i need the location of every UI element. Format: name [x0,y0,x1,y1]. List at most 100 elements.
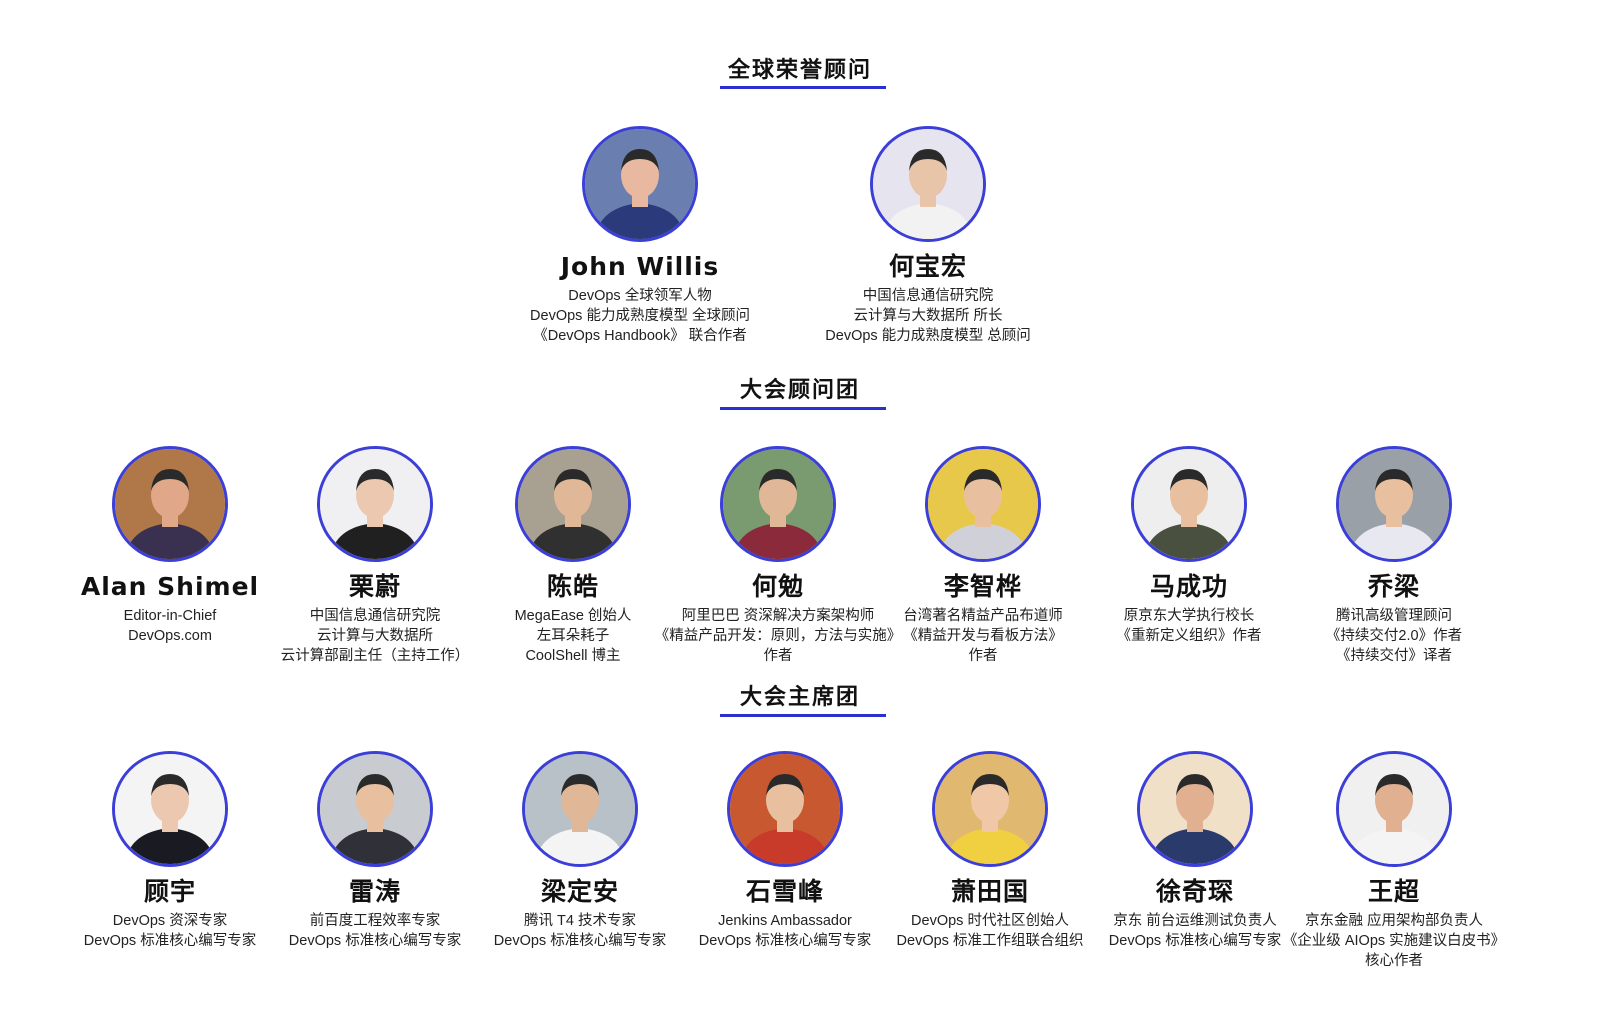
portrait-icon [320,754,430,864]
portrait-icon [115,754,225,864]
description-line: 云计算与大数据所 所长 [853,308,1003,324]
description-line: DevOps.com [128,628,212,644]
avatar [1137,751,1253,867]
person-name: 何勉 [751,572,804,601]
section-title: 大会顾问团 [739,378,860,403]
description-line: MegaEase 创始人 [514,608,632,624]
portrait-icon [1339,754,1449,864]
description-line: DevOps 标准核心编写专家 [493,933,667,949]
description-line: DevOps 能力成熟度模型 全球顾问 [530,308,750,324]
description-line: 云计算部副主任（主持工作） [280,648,470,664]
description-line: 《持续交付》译者 [1336,648,1452,664]
avatar [727,751,843,867]
avatar [870,126,986,242]
person-description: 中国信息通信研究院云计算与大数据所云计算部副主任（主持工作） [245,606,505,666]
person-description: DevOps 全球领军人物 DevOps 能力成熟度模型 全球顾问《DevOps … [510,286,770,346]
person-name: 石雪峰 [745,877,824,906]
section-title: 全球荣誉顾问 [727,58,872,83]
description-line: DevOps 标准核心编写专家 [698,933,872,949]
person-description: DevOps 时代社区创始人 DevOps 标准工作组联合组织 [860,911,1120,951]
portrait-icon [115,449,225,559]
description-line: 《持续交付2.0》作者 [1325,628,1463,644]
title-underline [720,407,886,410]
description-line: Jenkins Ambassador [718,913,852,929]
portrait-icon [730,754,840,864]
portrait-icon [518,449,628,559]
description-line: DevOps 标准核心编写专家 [288,933,462,949]
person-description: 阿里巴巴 资深解决方案架构师《精益产品开发：原则，方法与实施》作者 [648,606,908,666]
description-line: 阿里巴巴 资深解决方案架构师 [681,608,875,624]
description-line: DevOps 标准核心编写专家 [1108,933,1282,949]
avatar [522,751,638,867]
title-underline [720,714,886,717]
person-name: 雷涛 [348,877,401,906]
portrait-icon [873,129,983,239]
person-name: Alan Shimel [80,572,260,601]
person-name: 马成功 [1149,572,1228,601]
description-line: 《企业级 AIOps 实施建议白皮书》 [1282,933,1506,949]
portrait-icon [525,754,635,864]
avatar [317,446,433,562]
description-line: 腾讯高级管理顾问 [1336,608,1452,624]
avatar [112,751,228,867]
title-underline [720,86,886,89]
description-line: DevOps 资深专家 [112,913,228,929]
avatar [720,446,836,562]
description-line: 《精益开发与看板方法》 [903,628,1063,644]
description-line: 中国信息通信研究院 [862,288,994,304]
description-line: DevOps 标准核心编写专家 [83,933,257,949]
portrait-icon [1140,754,1250,864]
portrait-icon [585,129,695,239]
description-line: 作者 [763,648,793,664]
person-description: DevOps 资深专家 DevOps 标准核心编写专家 [40,911,300,951]
person-name: 萧田国 [950,877,1029,906]
description-line: 云计算与大数据所 [317,628,433,644]
description-line: CoolShell 博主 [525,648,621,664]
description-line: DevOps 全球领军人物 [568,288,712,304]
avatar [1131,446,1247,562]
person-description: 腾讯 T4 技术专家 DevOps 标准核心编写专家 [450,911,710,951]
person-description: 中国信息通信研究院云计算与大数据所 所长 DevOps 能力成熟度模型 总顾问 [798,286,1058,346]
description-line: 中国信息通信研究院 [309,608,441,624]
avatar [1336,751,1452,867]
person-description: 腾讯高级管理顾问《持续交付2.0》作者《持续交付》译者 [1264,606,1524,666]
description-line: 《DevOps Handbook》 联合作者 [533,328,747,344]
description-line: DevOps 标准工作组联合组织 [896,933,1084,949]
portrait-icon [1339,449,1449,559]
description-line: 京东金融 应用架构部负责人 [1304,913,1484,929]
avatar [1336,446,1452,562]
description-line: 京东 前台运维测试负责人 [1113,913,1277,929]
description-line: 原京东大学执行校长 [1123,608,1255,624]
person-name: 乔梁 [1367,572,1420,601]
avatar [515,446,631,562]
portrait-icon [928,449,1038,559]
description-line: 左耳朵耗子 [536,628,610,644]
avatar [112,446,228,562]
person-name: 徐奇琛 [1155,877,1234,906]
person-description: MegaEase 创始人左耳朵耗子 CoolShell 博主 [443,606,703,666]
portrait-icon [1134,449,1244,559]
description-line: 《精益产品开发：原则，方法与实施》 [654,628,902,644]
description-line: DevOps 时代社区创始人 [911,913,1069,929]
person-name: 顾宇 [143,877,196,906]
description-line: 腾讯 T4 技术专家 [524,913,636,929]
person-name: 陈皓 [546,572,599,601]
person-name: 李智桦 [943,572,1022,601]
person-name: 栗蔚 [348,572,401,601]
person-description: 台湾著名精益产品布道师《精益开发与看板方法》作者 [853,606,1113,666]
avatar [932,751,1048,867]
description-line: DevOps 能力成熟度模型 总顾问 [825,328,1031,344]
person-name: 梁定安 [540,877,619,906]
description-line: 作者 [968,648,998,664]
avatar [582,126,698,242]
portrait-icon [320,449,430,559]
description-line: 台湾著名精益产品布道师 [903,608,1063,624]
description-line: 核心作者 [1365,953,1423,969]
description-line: 《重新定义组织》作者 [1116,628,1262,644]
person-name: John Willis [560,252,720,281]
person-description: 京东 前台运维测试负责人 DevOps 标准核心编写专家 [1065,911,1325,951]
avatar [925,446,1041,562]
